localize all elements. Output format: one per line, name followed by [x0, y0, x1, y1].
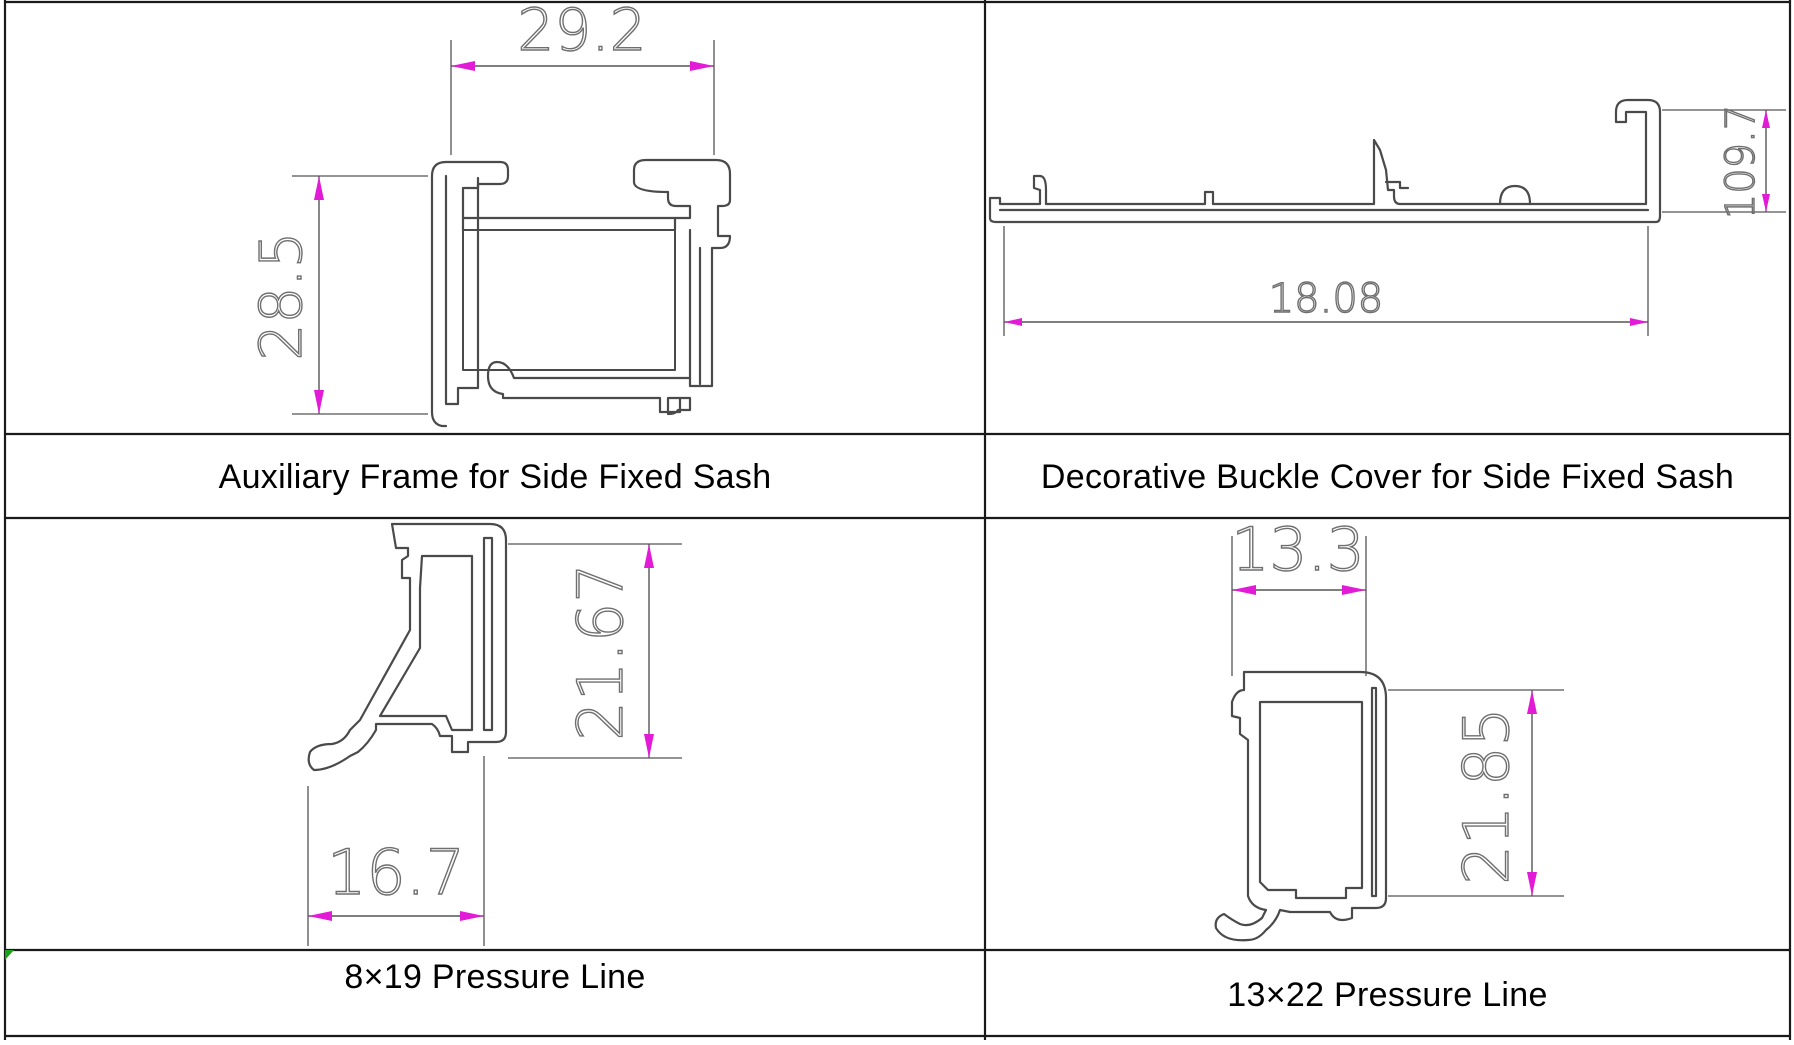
dimension-label-width: 16.7 [327, 836, 465, 909]
pressure-line-13x22-profile-icon [1214, 536, 1564, 942]
table-grid [3, 0, 1792, 1040]
dimension-label-height: 18.08 [1269, 276, 1384, 322]
corner-marker [5, 950, 14, 960]
caption-auxiliary-frame: Auxiliary Frame for Side Fixed Sash [218, 458, 772, 496]
dimension-label-height: 28.5 [247, 231, 315, 360]
dimension-label-height: 21.85 [1450, 707, 1523, 885]
dimension-label-width: 13.3 [1231, 515, 1365, 585]
dimension-label-width: 29.2 [517, 0, 646, 64]
pressure-line-8x19-profile-icon [307, 522, 682, 946]
caption-pressure-line-8x19: 8×19 Pressure Line [344, 958, 646, 996]
caption-pressure-line-13x22: 13×22 Pressure Line [1227, 976, 1548, 1014]
caption-buckle-cover: Decorative Buckle Cover for Side Fixed S… [1040, 458, 1735, 496]
dimension-label-height: 21.67 [564, 563, 637, 741]
dimension-label-length: 109.7 [1718, 105, 1764, 220]
auxiliary-frame-profile-icon [292, 40, 732, 428]
buckle-cover-profile-icon [988, 98, 1786, 336]
